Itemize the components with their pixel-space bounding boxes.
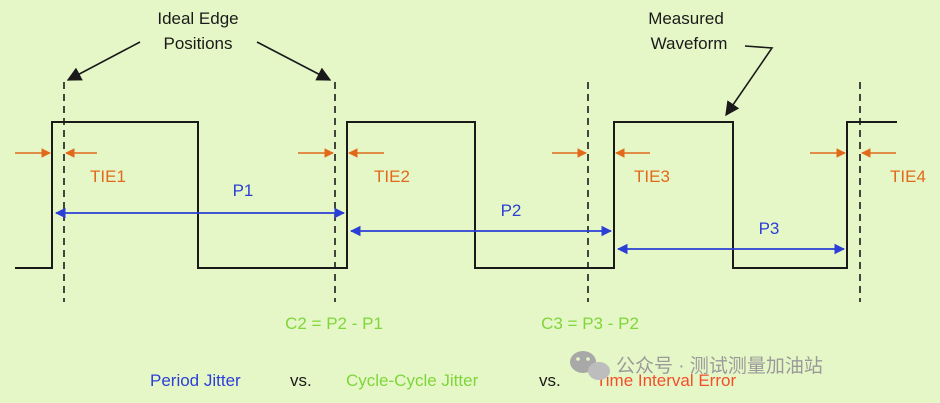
tie4-label: TIE4 xyxy=(890,167,926,186)
watermark-text: 公众号 · 测试测量加油站 xyxy=(616,355,823,377)
watermark: 公众号 · 测试测量加油站 xyxy=(570,351,823,380)
p3-label: P3 xyxy=(759,219,780,238)
measured-waveform xyxy=(15,121,897,269)
c2-formula: C2 = P2 - P1 xyxy=(285,314,383,333)
legend-time-interval-error: Time Interval Error xyxy=(596,371,736,390)
tie1-label: TIE1 xyxy=(90,167,126,186)
legend-vs-1: vs. xyxy=(290,371,312,390)
tie2-label: TIE2 xyxy=(374,167,410,186)
p2-label: P2 xyxy=(501,201,522,220)
wechat-icon xyxy=(570,351,610,380)
p1-label: P1 xyxy=(233,181,254,200)
measured-waveform-pointer xyxy=(725,45,774,117)
ideal-edge-pointer-left xyxy=(66,41,141,81)
ideal-edge-label-line2: Positions xyxy=(164,34,233,53)
legend-period-jitter: Period Jitter xyxy=(150,371,241,390)
tie3-label: TIE3 xyxy=(634,167,670,186)
legend-cycle-cycle-jitter: Cycle-Cycle Jitter xyxy=(346,371,479,390)
ideal-edge-label-line1: Ideal Edge xyxy=(157,9,238,28)
legend-vs-2: vs. xyxy=(539,371,561,390)
measured-waveform-label-line1: Measured xyxy=(648,9,724,28)
c3-formula: C3 = P3 - P2 xyxy=(541,314,639,333)
ideal-edge-pointer-right xyxy=(256,41,332,81)
measured-waveform-label-line2: Waveform xyxy=(651,34,728,53)
